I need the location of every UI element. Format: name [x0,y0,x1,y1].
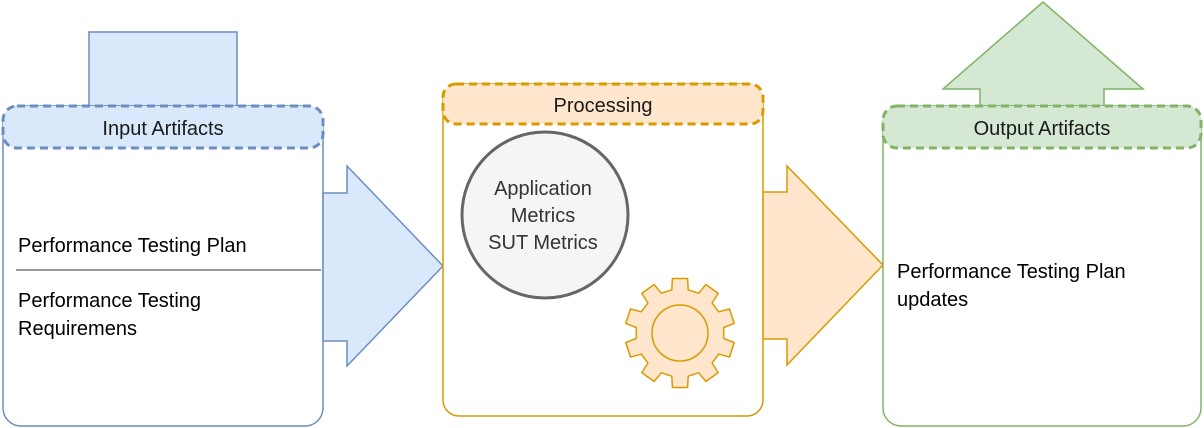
output-artifacts-panel: Output Artifacts Performance Testing Pla… [881,1,1203,427]
metrics-circle-line-2: Metrics [511,205,575,227]
arrow-input-to-processing [322,164,445,368]
input-item-performance-testing-plan: Performance Testing Plan [18,235,247,257]
arrow-processing-to-output [762,164,885,367]
processing-panel-title: Processing [554,95,653,117]
output-panel-header [881,104,1203,150]
input-artifacts-panel: Input Artifacts Performance Testing Plan… [1,31,325,427]
processing-panel-header [441,82,765,126]
output-item-line-1: Performance Testing Plan [897,261,1126,283]
gear-icon [625,277,735,389]
input-top-tab [88,31,238,107]
output-up-arrow [940,1,1146,107]
gear-hole [651,304,709,362]
output-panel-title: Output Artifacts [974,118,1111,140]
metrics-circle-line-3: SUT Metrics [488,232,598,254]
input-panel-body [2,105,324,427]
input-item-requirements-line-1: Performance Testing [18,290,201,312]
input-panel-header [1,104,325,150]
processing-panel: Processing Application Metrics SUT Metri… [441,82,765,417]
metrics-circle-line-1: Application [494,178,592,200]
metrics-circle [460,130,630,300]
input-item-requirements-line-2: Requiremens [18,318,137,340]
output-item-line-2: updates [897,289,968,311]
input-panel-title: Input Artifacts [102,118,223,140]
